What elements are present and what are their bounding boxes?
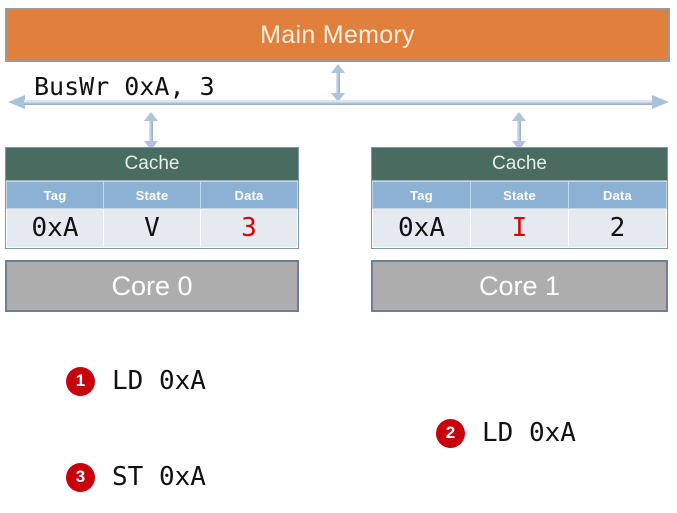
core-block-0: Core 0 xyxy=(5,260,299,312)
cache-0-data-value: 3 xyxy=(200,208,298,248)
memory-bus-connector-arrow xyxy=(331,64,345,102)
cache-0-title: Cache xyxy=(6,148,298,181)
cache-0-tag-value: 0xA xyxy=(6,208,104,248)
instruction-3: 3 ST 0xA xyxy=(66,462,206,492)
instruction-2: 2 LD 0xA xyxy=(436,418,576,448)
table-row: 0xA V 3 xyxy=(6,208,298,248)
instruction-2-badge: 2 xyxy=(436,418,465,448)
system-bus xyxy=(8,95,669,109)
core-1-label: Core 1 xyxy=(478,270,561,301)
bus-transaction-label: BusWr 0xA, 3 xyxy=(34,72,215,101)
arrowhead-up-icon xyxy=(144,112,158,121)
cache-1-table: Tag State Data 0xA I 2 xyxy=(372,181,667,248)
bus-arrow-left-icon xyxy=(8,95,25,109)
main-memory-label: Main Memory xyxy=(260,20,415,49)
instruction-1: 1 LD 0xA xyxy=(66,366,206,396)
column-header-data: Data xyxy=(200,181,298,209)
column-header-state: State xyxy=(103,181,201,209)
arrowhead-down-icon xyxy=(331,93,345,102)
main-memory-block: Main Memory xyxy=(5,8,670,62)
cache-0-state-value: V xyxy=(103,208,201,248)
cache-1-bus-connector-arrow xyxy=(512,112,526,150)
cache-0-table: Tag State Data 0xA V 3 xyxy=(6,181,298,248)
column-header-data: Data xyxy=(568,181,667,209)
instruction-3-text: ST 0xA xyxy=(112,462,206,492)
arrowhead-up-icon xyxy=(331,64,345,73)
instruction-2-text: LD 0xA xyxy=(482,418,576,448)
instruction-1-text: LD 0xA xyxy=(112,366,206,396)
instruction-1-badge: 1 xyxy=(66,366,95,396)
cache-1-title: Cache xyxy=(372,148,667,181)
column-header-tag: Tag xyxy=(6,181,104,209)
cache-1-state-value: I xyxy=(470,208,569,248)
bus-arrow-right-icon xyxy=(652,95,669,109)
cache-0-bus-connector-arrow xyxy=(144,112,158,150)
connector-stem xyxy=(149,118,153,144)
column-header-state: State xyxy=(470,181,569,209)
cache-block-1: Cache Tag State Data 0xA I 2 xyxy=(371,147,668,249)
column-header-tag: Tag xyxy=(372,181,471,209)
arrowhead-up-icon xyxy=(512,112,526,121)
table-header-row: Tag State Data xyxy=(6,181,298,209)
core-block-1: Core 1 xyxy=(371,260,668,312)
arrowhead-down-icon xyxy=(512,141,526,150)
instruction-3-badge: 3 xyxy=(66,462,95,492)
core-0-label: Core 0 xyxy=(111,270,193,301)
connector-stem xyxy=(517,118,521,144)
connector-stem xyxy=(336,70,340,96)
cache-1-data-value: 2 xyxy=(568,208,667,248)
cache-block-0: Cache Tag State Data 0xA V 3 xyxy=(5,147,299,249)
arrowhead-down-icon xyxy=(144,141,158,150)
table-header-row: Tag State Data xyxy=(372,181,667,209)
bus-line xyxy=(24,100,653,105)
table-row: 0xA I 2 xyxy=(372,208,667,248)
cache-1-tag-value: 0xA xyxy=(372,208,471,248)
